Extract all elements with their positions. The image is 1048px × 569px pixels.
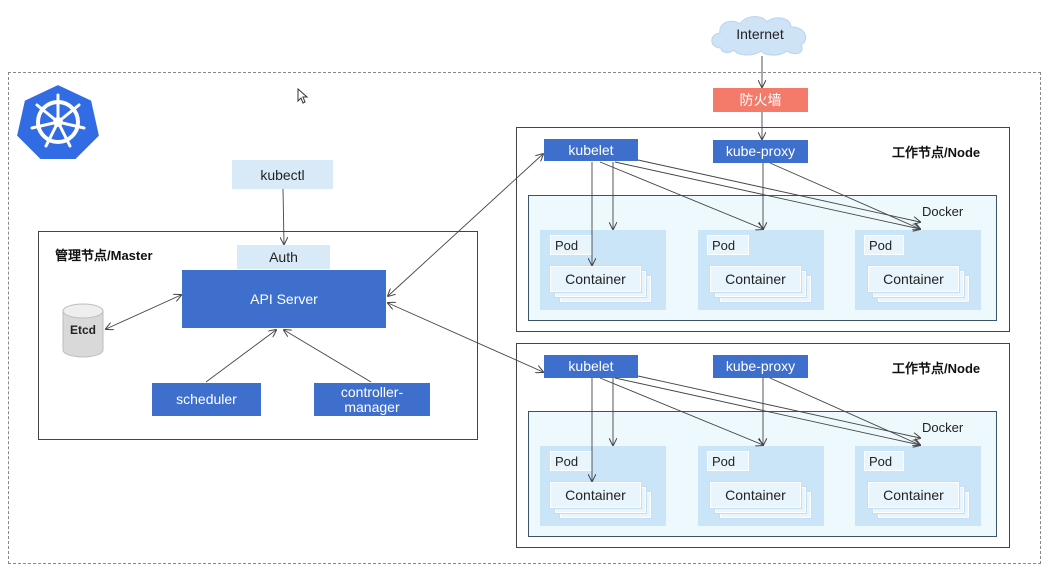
pod-label: Pod — [550, 451, 592, 471]
pod-label: Pod — [707, 451, 749, 471]
controller-manager-box[interactable]: controller- manager — [314, 383, 430, 416]
pod-label: Pod — [707, 235, 749, 255]
cluster-boundary — [8, 72, 1041, 564]
scheduler-box[interactable]: scheduler — [152, 383, 261, 416]
worker-node-title-1: 工作节点/Node — [892, 145, 981, 160]
kube-proxy-box-1[interactable]: kube-proxy — [713, 140, 808, 163]
internet-label: Internet — [736, 26, 784, 42]
docker-label-1: Docker — [922, 204, 964, 219]
container-box: Container — [868, 482, 959, 508]
pod-label: Pod — [550, 235, 592, 255]
cloud-icon — [711, 16, 807, 56]
container-box: Container — [710, 482, 801, 508]
firewall-box: 防火墙 — [713, 88, 808, 112]
etcd-database: Etcd — [62, 303, 104, 358]
container-box: Container — [868, 266, 959, 292]
kubelet-box-2[interactable]: kubelet — [544, 355, 638, 378]
kubelet-box-1[interactable]: kubelet — [544, 139, 638, 161]
auth-box: Auth — [237, 245, 330, 269]
docker-label-2: Docker — [922, 420, 964, 435]
pod-label: Pod — [864, 235, 904, 255]
kubectl-box[interactable]: kubectl — [232, 160, 333, 189]
etcd-label: Etcd — [69, 323, 96, 337]
kubernetes-logo-icon — [13, 82, 103, 162]
container-box: Container — [710, 266, 801, 292]
api-server-box[interactable]: API Server — [182, 270, 386, 328]
worker-node-title-2: 工作节点/Node — [892, 361, 981, 376]
master-title: 管理节点/Master — [55, 248, 153, 263]
pod-label: Pod — [864, 451, 904, 471]
kube-proxy-box-2[interactable]: kube-proxy — [713, 355, 808, 378]
container-box: Container — [550, 482, 641, 508]
database-cylinder-icon — [62, 303, 104, 358]
internet-cloud: Internet — [707, 12, 813, 56]
container-box: Container — [550, 266, 641, 292]
mouse-cursor-icon — [297, 87, 309, 104]
